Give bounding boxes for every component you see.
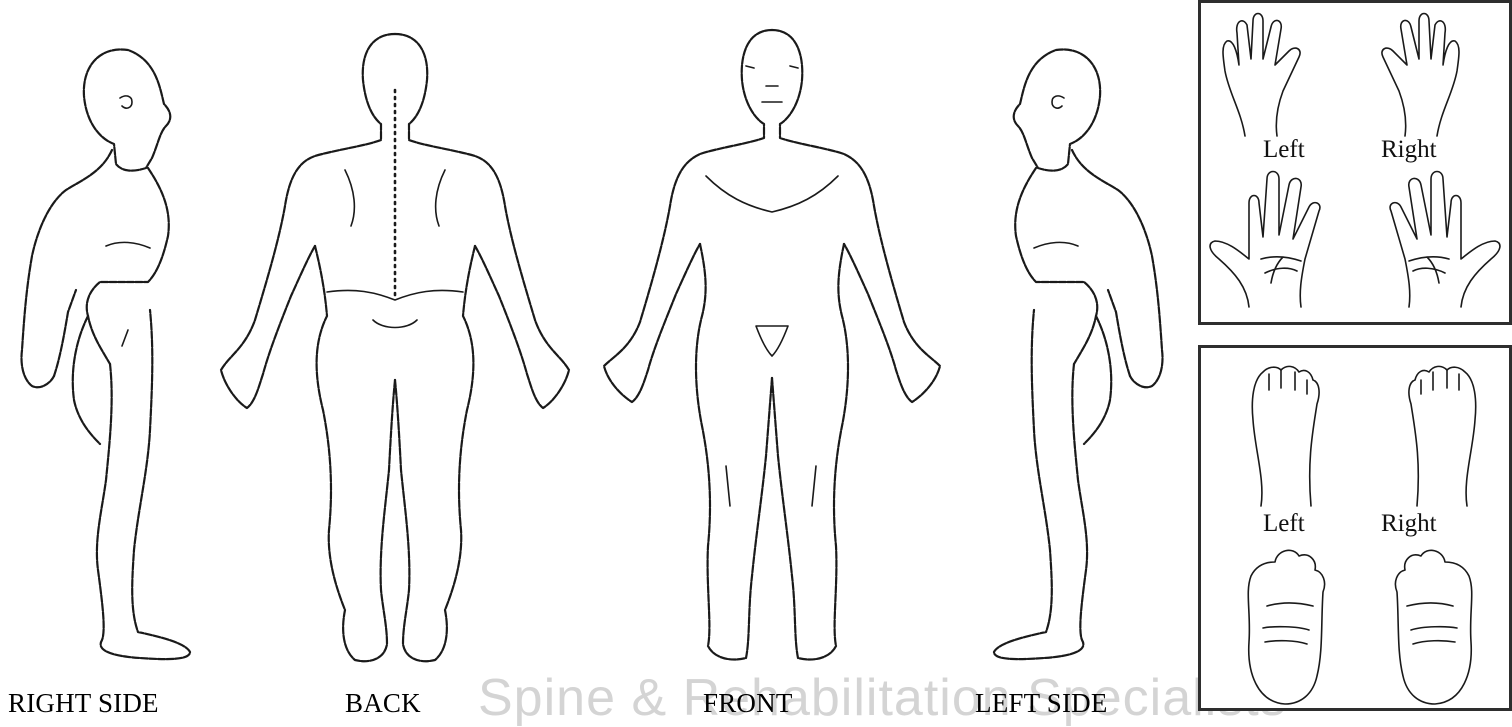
figure-back <box>215 30 575 680</box>
figure-left-side <box>980 40 1180 670</box>
foot-sole-right <box>1387 542 1483 708</box>
figure-right-side <box>10 40 200 670</box>
foot-sole-left <box>1237 542 1333 708</box>
hand-back-left <box>1215 11 1325 141</box>
hands-right-label: Right <box>1381 137 1437 162</box>
caption-back: BACK <box>345 690 421 717</box>
hands-left-label: Left <box>1263 137 1305 162</box>
figure-front <box>596 26 946 676</box>
caption-front: FRONT <box>703 690 793 717</box>
foot-top-left <box>1247 360 1327 510</box>
hand-back-right <box>1357 11 1467 141</box>
hands-panel: Left Right <box>1198 0 1512 325</box>
feet-panel: Left Right <box>1198 345 1512 711</box>
hand-palm-right <box>1365 163 1505 311</box>
caption-right-side: RIGHT SIDE <box>8 690 159 717</box>
caption-left-side: LEFT SIDE <box>975 690 1108 717</box>
foot-top-right <box>1401 360 1481 510</box>
hand-palm-left <box>1205 163 1345 311</box>
feet-left-label: Left <box>1263 511 1305 536</box>
feet-right-label: Right <box>1381 511 1437 536</box>
watermark: Spine & Rehabilitation Specialists <box>478 672 1287 724</box>
